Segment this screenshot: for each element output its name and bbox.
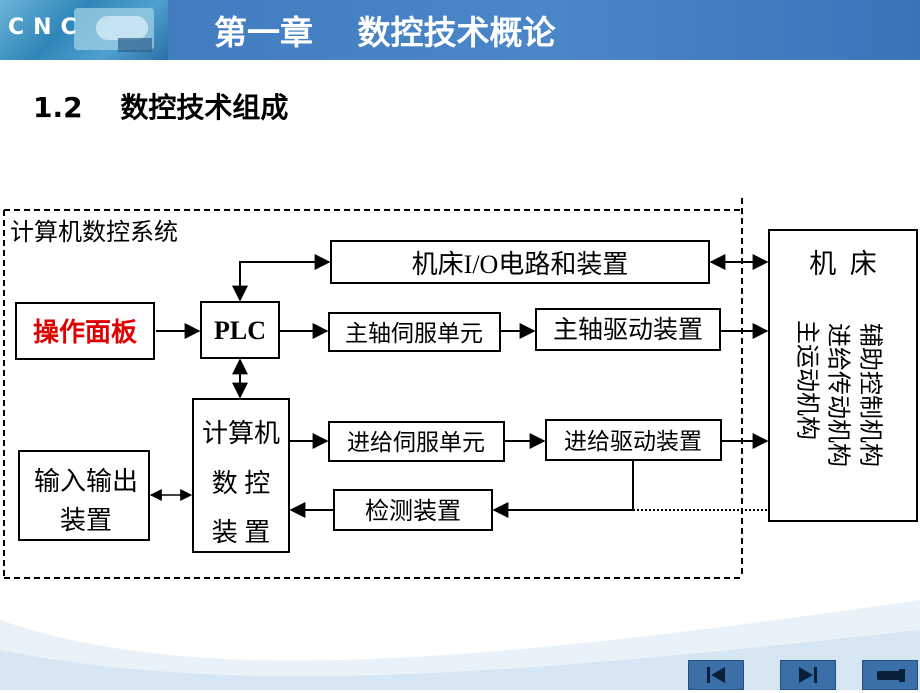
spindle-drive-box xyxy=(535,308,721,351)
operator-panel-label: 操作面板 xyxy=(33,318,137,348)
feed-drive-label: 进给驱动装置 xyxy=(564,429,702,454)
spindle-servo-label: 主轴伺服单元 xyxy=(345,321,483,346)
logo-text: CNC xyxy=(8,15,86,40)
cnc-system-label: 计算机数控系统 xyxy=(10,219,178,246)
feed-servo-box xyxy=(328,421,505,462)
first-page-button[interactable] xyxy=(688,660,744,690)
cnc-device-box xyxy=(192,398,290,553)
plc-box xyxy=(200,301,280,359)
header-bar: CNC 第一章 数控技术概论 xyxy=(0,0,920,60)
io-device-line-2: 装置 xyxy=(60,506,112,535)
machine-io-box xyxy=(330,240,710,284)
plc-io-arrow xyxy=(232,254,331,302)
plc-label: PLC xyxy=(214,316,266,345)
machine-io-label: 机床I/O电路和装置 xyxy=(412,250,629,279)
first-page-icon xyxy=(707,667,725,683)
drive-detection-arrow xyxy=(492,460,634,518)
feed-servo-label: 进给伺服单元 xyxy=(347,430,485,455)
machine-column-aux: 辅助控制机构 xyxy=(856,323,883,467)
return-button[interactable] xyxy=(862,660,918,690)
last-page-icon xyxy=(799,667,817,683)
last-page-button[interactable] xyxy=(780,660,836,690)
detection-label: 检测装置 xyxy=(365,498,461,525)
cnc-device-line-3: 装 置 xyxy=(212,518,271,547)
section-heading: 1.2 数控技术组成 xyxy=(33,91,289,124)
spindle-servo-box xyxy=(328,312,501,352)
cnc-device-line-1: 计算机 xyxy=(202,419,280,448)
io-device-box xyxy=(18,450,150,541)
spindle-drive-label: 主轴驱动装置 xyxy=(553,316,703,344)
feed-drive-box xyxy=(545,419,722,461)
cnc-logo: CNC xyxy=(0,0,168,60)
machine-column-main: 主运动机构 xyxy=(793,320,820,440)
page-title: 第一章 数控技术概论 xyxy=(214,13,556,52)
cnc-device-line-2: 数 控 xyxy=(212,469,271,498)
machine-column-feed: 进给传动机构 xyxy=(824,323,851,467)
machine-tool-title: 机 床 xyxy=(809,249,877,279)
return-icon xyxy=(877,669,905,682)
io-device-line-1: 输入输出 xyxy=(34,467,138,496)
machine-tool-box xyxy=(768,229,918,522)
operator-panel-box xyxy=(15,302,155,360)
